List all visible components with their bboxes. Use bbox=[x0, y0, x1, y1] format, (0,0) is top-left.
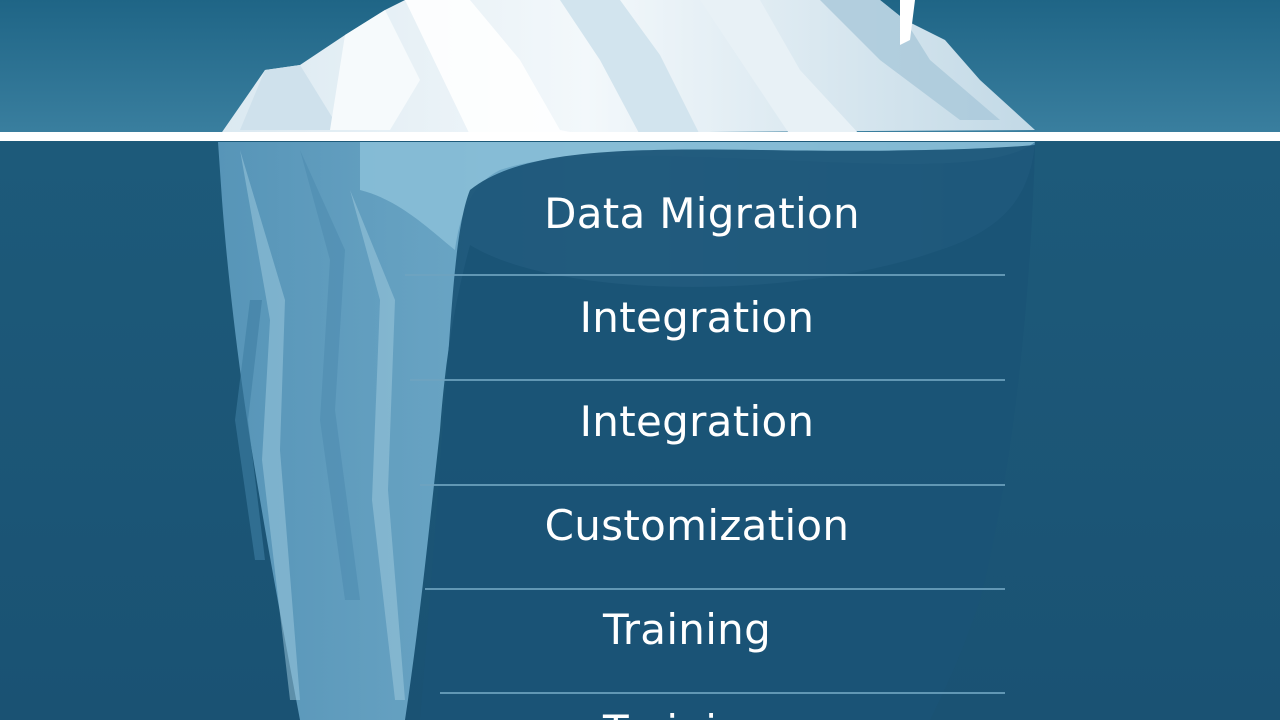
iceberg-tip bbox=[220, 0, 1035, 135]
layer-label-training-2: Training bbox=[407, 706, 967, 720]
layer-label-integration: Integration bbox=[579, 293, 815, 342]
layer-divider bbox=[440, 692, 1005, 694]
layer-label-training: Training bbox=[602, 605, 772, 654]
layer-label-integration-2: Integration bbox=[579, 397, 815, 446]
layer-label-data-migration: Data Migration bbox=[544, 189, 860, 238]
layer-divider bbox=[425, 588, 1005, 590]
waterline bbox=[0, 132, 1280, 141]
layer-divider bbox=[410, 379, 1005, 381]
layer-divider bbox=[405, 274, 1005, 276]
iceberg-underwater bbox=[218, 142, 1035, 720]
layer-divider bbox=[420, 484, 1005, 486]
layer-label-customization: Customization bbox=[544, 501, 850, 550]
